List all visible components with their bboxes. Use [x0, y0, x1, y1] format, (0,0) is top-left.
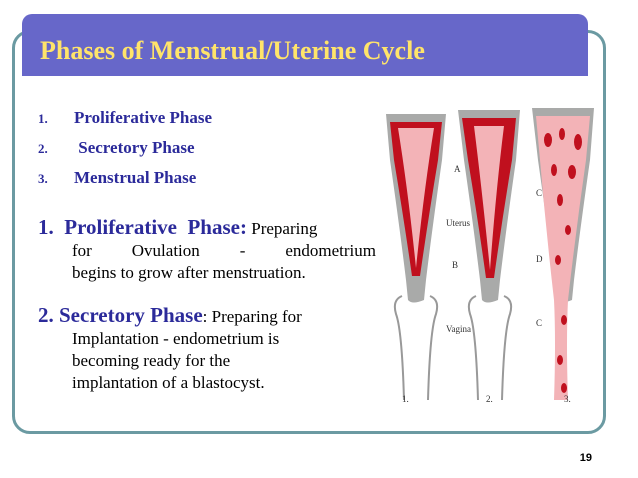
uterus-diagram-2 [458, 110, 520, 401]
paragraph-line: implantation of a blastocyst. [72, 373, 265, 392]
list-number: 1. [38, 111, 48, 126]
diagram-label-c: C [536, 188, 542, 198]
phase-label-proliferative: Proliferative Phase [74, 108, 213, 127]
phase-label-menstrual: Menstrual Phase [74, 168, 197, 187]
vagina-outline [393, 295, 439, 401]
paragraph-line: begins to grow after menstruation. [72, 263, 306, 282]
menstrual-shedding [544, 128, 582, 393]
diagram-label-d: D [536, 254, 543, 264]
uterus-diagram-3 [532, 108, 594, 400]
title-bar [22, 14, 588, 76]
uterine-lining [398, 128, 434, 268]
diagram-label-3: 3. [564, 394, 571, 404]
paragraph-line: Implantation - endometrium is [72, 329, 280, 348]
proliferative-paragraph: 1. Proliferative Phase: Preparing for Ov… [38, 216, 376, 284]
paragraph-line: for Ovulation - endometrium [72, 241, 376, 260]
uterine-lining [474, 126, 504, 270]
diagram-label-c2: C [536, 318, 542, 328]
diagram-label-2: 2. [486, 394, 493, 404]
vagina-outline [467, 295, 513, 401]
list-number: 2. [38, 141, 48, 156]
uterus-diagram-1 [386, 114, 446, 401]
paragraph-line: 2. Secretory Phase: Preparing for [38, 304, 376, 328]
paragraph-heading: 1. Proliferative Phase [38, 215, 240, 239]
phase-label-secretory: Secretory Phase [74, 138, 195, 157]
paragraph-text: : Preparing for [202, 307, 302, 326]
menstrual-lining [536, 116, 590, 400]
page-number: 19 [579, 452, 592, 464]
diagram-label-b: B [452, 260, 458, 270]
paragraph-line: becoming ready for the [72, 351, 231, 370]
paragraph-text: Preparing [246, 219, 318, 238]
secretory-paragraph: 2. Secretory Phase: Preparing for Implan… [38, 304, 376, 394]
list-number: 3. [38, 171, 48, 186]
paragraph-colon: : [239, 215, 247, 239]
diagram-label-1: 1. [402, 394, 409, 404]
diagram-label-vagina: Vagina [446, 324, 471, 334]
slide-title: Phases of Menstrual/Uterine Cycle [40, 36, 425, 65]
paragraph-line: 1. Proliferative Phase: Preparing [38, 216, 376, 240]
diagram-label-a: A [454, 164, 461, 174]
paragraph-heading: 2. Secretory Phase [38, 303, 203, 327]
diagram-label-uterus: Uterus [446, 218, 470, 228]
uterine-cycle-diagram: A Uterus B Vagina C D C 1. 2. 3. [386, 108, 594, 404]
